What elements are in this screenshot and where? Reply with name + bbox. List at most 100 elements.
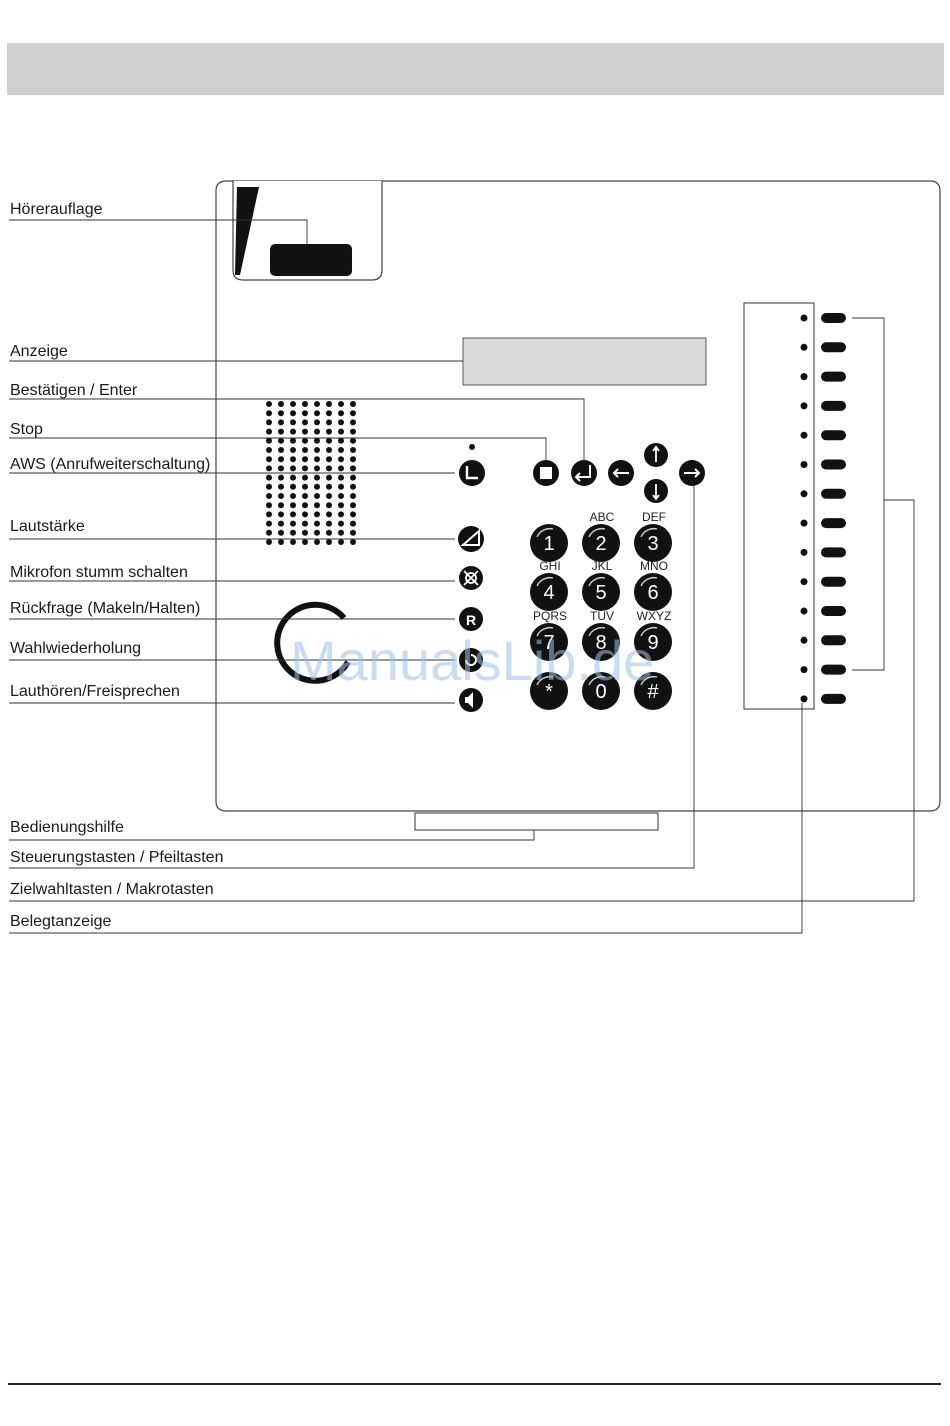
dial-key-star[interactable]: *	[530, 672, 568, 710]
label-tray	[414, 812, 659, 831]
grille-dot	[278, 493, 284, 499]
recall-button[interactable]: R	[459, 607, 483, 631]
dial-key-letters: PQRS	[533, 609, 567, 623]
speed-dial-key[interactable]	[821, 371, 846, 382]
arrow-left-icon	[612, 468, 629, 478]
label-lautstaerke: Lautstärke	[10, 518, 85, 535]
speed-dial-key[interactable]	[821, 342, 846, 353]
grille-dot	[314, 465, 320, 472]
speed-dial-key[interactable]	[821, 547, 846, 558]
speaker-button[interactable]	[459, 688, 483, 712]
label-bedienungshilfe: Bedienungshilfe	[10, 819, 124, 836]
dial-key-letters: GHI	[539, 559, 560, 573]
enter-button[interactable]	[571, 460, 597, 486]
dial-key-letters: DEF	[642, 510, 666, 524]
grille-dot	[350, 428, 356, 435]
dial-key-highlight	[640, 675, 658, 686]
grille-dot	[338, 502, 344, 509]
dial-key-digit: 8	[595, 632, 606, 654]
grille-dot	[338, 456, 344, 463]
grille-dot	[338, 428, 344, 435]
grille-dot	[302, 437, 308, 444]
volume-button[interactable]	[458, 526, 484, 552]
grille-dot	[278, 456, 284, 463]
arrow-right-button[interactable]	[679, 460, 705, 486]
stop-button[interactable]	[533, 460, 559, 486]
grille-dot	[290, 401, 296, 407]
grille-dot	[326, 529, 332, 536]
enter-icon	[574, 465, 591, 482]
grille-dot	[326, 493, 332, 499]
busy-led	[800, 636, 808, 644]
speed-dial-key[interactable]	[821, 313, 846, 323]
grille-dot	[278, 428, 284, 435]
grille-dot	[314, 520, 320, 527]
label-mikrofon: Mikrofon stumm schalten	[10, 564, 188, 581]
dial-key-digit: 9	[647, 632, 658, 654]
grille-dot	[326, 410, 332, 417]
speed-dial-key[interactable]	[821, 693, 846, 704]
grille-dot	[350, 437, 356, 444]
speed-dial-key[interactable]	[821, 635, 846, 646]
mute-button[interactable]	[459, 566, 483, 590]
dial-key-2[interactable]: 2	[582, 524, 620, 562]
arrow-down-icon	[652, 484, 660, 501]
busy-led	[800, 578, 808, 586]
speed-dial-key[interactable]	[821, 576, 846, 587]
arrow-down-button[interactable]	[644, 479, 668, 503]
grille-dot	[314, 419, 320, 426]
grille-dot	[278, 483, 284, 490]
grille-dot	[266, 465, 272, 472]
dial-key-8[interactable]: 8	[582, 623, 620, 661]
grille-dot	[290, 410, 296, 417]
dial-key-hash[interactable]: #	[634, 672, 672, 710]
grille-dot	[302, 483, 308, 490]
dial-key-1[interactable]: 1	[530, 524, 568, 562]
busy-led	[800, 343, 808, 351]
speed-dial-key[interactable]	[821, 664, 846, 675]
dial-key-letters: MNO	[640, 559, 668, 573]
grille-dot	[326, 474, 332, 481]
grille-dot	[326, 428, 332, 435]
busy-led	[800, 548, 808, 556]
grille-dot	[290, 474, 296, 481]
arrow-left-button[interactable]	[608, 460, 634, 486]
arrow-up-icon	[652, 445, 660, 462]
dial-key-9[interactable]: 9	[634, 623, 672, 661]
aws-button[interactable]	[459, 460, 485, 486]
grille-dot	[338, 511, 344, 518]
grille-dot	[350, 529, 356, 536]
dial-key-6[interactable]: 6	[634, 573, 672, 611]
label-stop: Stop	[10, 421, 43, 438]
speed-dial-key[interactable]	[821, 400, 846, 411]
dial-key-3[interactable]: 3	[634, 524, 672, 562]
grille-dot	[314, 474, 320, 481]
dial-key-digit: 2	[595, 533, 606, 555]
busy-led	[800, 431, 808, 439]
speed-dial-key[interactable]	[821, 518, 846, 529]
grille-dot	[350, 483, 356, 490]
dial-key-highlight	[536, 626, 554, 637]
dial-key-4[interactable]: 4	[530, 573, 568, 611]
busy-lamp-panel	[743, 302, 815, 710]
redial-button[interactable]	[459, 648, 483, 672]
grille-dot	[338, 520, 344, 527]
dial-key-5[interactable]: 5	[582, 573, 620, 611]
speed-dial-key[interactable]	[821, 430, 846, 441]
grille-dot	[290, 428, 296, 435]
dial-key-7[interactable]: 7	[530, 623, 568, 661]
speed-dial-key[interactable]	[821, 606, 846, 616]
grille-dot	[290, 511, 296, 518]
grille-dot	[290, 539, 296, 545]
dial-key-0[interactable]: 0	[582, 672, 620, 710]
speed-dial-keys	[800, 313, 846, 704]
grille-dot	[350, 520, 356, 527]
label-anzeige: Anzeige	[10, 343, 68, 360]
dial-key-digit: 1	[543, 533, 554, 555]
grille-dot	[302, 529, 308, 536]
arrow-up-button[interactable]	[644, 443, 668, 467]
grille-dot	[290, 419, 296, 426]
grille-dot	[314, 410, 320, 417]
speed-dial-key[interactable]	[821, 459, 846, 470]
speed-dial-key[interactable]	[821, 488, 846, 499]
